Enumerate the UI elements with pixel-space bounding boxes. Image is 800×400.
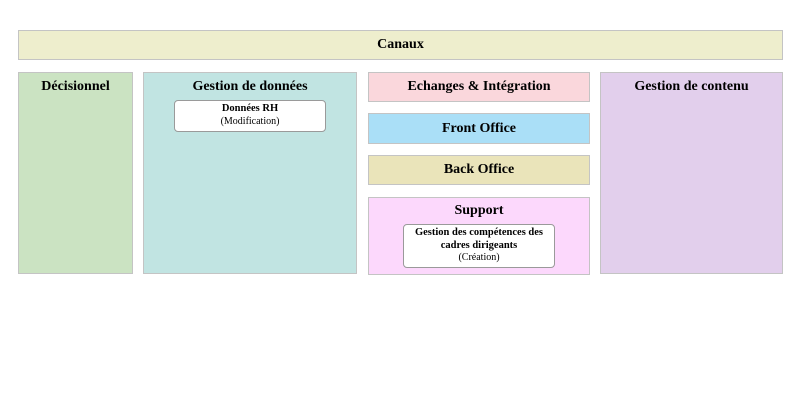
zone-back-office-label: Back Office bbox=[443, 162, 515, 177]
zone-canaux: Canaux bbox=[18, 30, 783, 60]
zone-gestion-de-donnees-label: Gestion de données bbox=[192, 79, 308, 94]
zone-gestion-de-contenu-label: Gestion de contenu bbox=[634, 79, 749, 94]
zone-echanges-integration: Echanges & Intégration bbox=[368, 72, 590, 102]
zone-echanges-integration-label: Echanges & Intégration bbox=[407, 79, 551, 94]
app-card-gestion-competences-title: Gestion des compétences des cadres dirig… bbox=[414, 227, 544, 251]
app-card-gestion-competences-status: (Création) bbox=[458, 252, 500, 263]
zone-gestion-de-contenu: Gestion de contenu bbox=[600, 72, 783, 274]
app-card-gestion-competences: Gestion des compétences des cadres dirig… bbox=[403, 224, 555, 268]
app-card-donnees-rh: Données RH (Modification) bbox=[174, 100, 326, 132]
zone-canaux-label: Canaux bbox=[377, 37, 424, 52]
zone-gestion-de-donnees: Gestion de données Données RH (Modificat… bbox=[143, 72, 357, 274]
zone-front-office-label: Front Office bbox=[442, 120, 516, 136]
zone-decisionnel: Décisionnel bbox=[18, 72, 133, 274]
app-card-donnees-rh-title: Données RH bbox=[221, 103, 279, 114]
zone-back-office: Back Office bbox=[368, 155, 590, 185]
zone-front-office: Front Office bbox=[368, 113, 590, 144]
zone-support-label: Support bbox=[454, 203, 504, 218]
zone-decisionnel-label: Décisionnel bbox=[41, 79, 110, 94]
app-card-donnees-rh-status: (Modification) bbox=[220, 115, 280, 127]
zone-support: Support Gestion des compétences des cadr… bbox=[368, 197, 590, 275]
